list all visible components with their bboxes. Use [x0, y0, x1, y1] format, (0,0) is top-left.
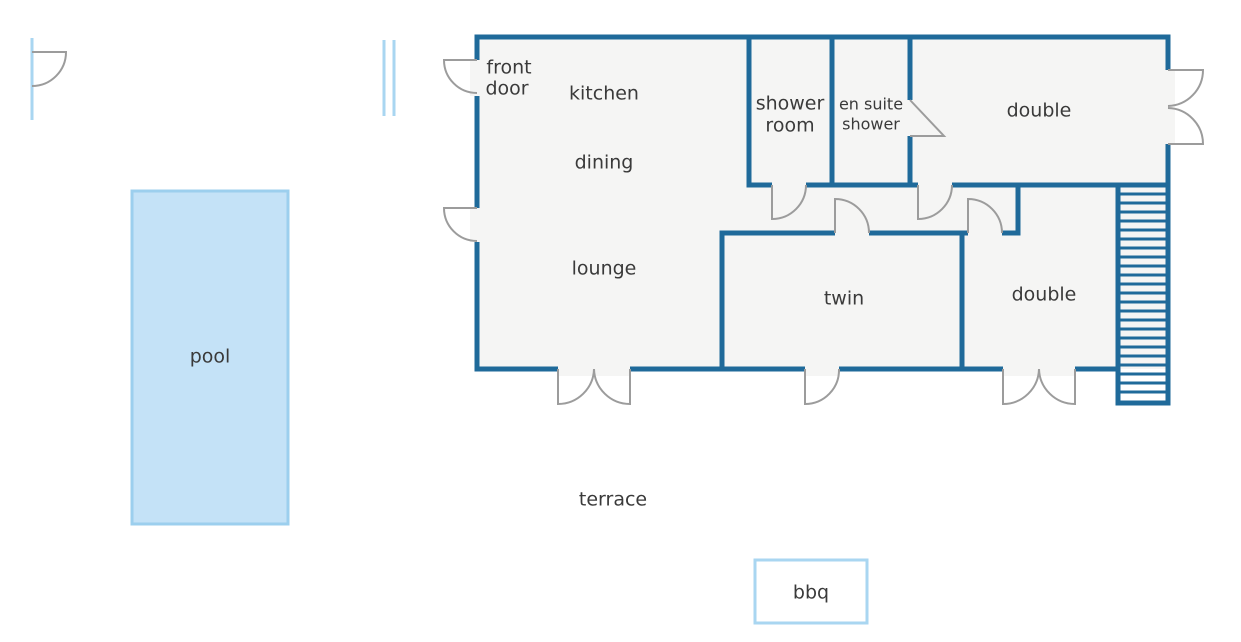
bbq-label: bbq [793, 582, 829, 604]
room-labels: front door kitchen dining lounge shower … [190, 57, 1077, 604]
front-door-label-1: front [486, 57, 531, 79]
bbq-outline [753, 558, 869, 625]
twin-label: twin [824, 288, 864, 310]
dining-label: dining [575, 152, 634, 174]
front-door-label-2: door [485, 78, 528, 100]
gate-posts [382, 40, 396, 116]
en-suite-door[interactable] [909, 99, 947, 137]
en-suite-label-1: en suite [839, 95, 903, 114]
door-swings [442, 59, 1205, 406]
shower-room-label-2: room [765, 115, 814, 137]
twin-hall-door[interactable] [834, 197, 870, 234]
double-top-door[interactable] [917, 184, 953, 221]
double-hall-door[interactable] [967, 197, 1003, 234]
double-top-label: double [1007, 100, 1072, 122]
shower-room-label-1: shower [756, 93, 825, 115]
pool [130, 189, 290, 526]
lounge-terrace-door[interactable] [557, 368, 631, 406]
shower-room-door[interactable] [771, 184, 807, 221]
house-floor [477, 37, 1168, 369]
kitchen-label: kitchen [569, 83, 639, 105]
lounge-label: lounge [572, 258, 637, 280]
en-suite-label-2: shower [842, 115, 900, 134]
gate-left [30, 38, 68, 120]
front-door[interactable] [442, 59, 478, 94]
double-terrace-door[interactable] [1002, 368, 1076, 406]
side-door[interactable] [442, 207, 478, 242]
twin-terrace-door[interactable] [804, 368, 841, 406]
right-wall-door[interactable] [1167, 69, 1205, 145]
double-bottom-label: double [1012, 284, 1077, 306]
pool-label: pool [190, 346, 231, 368]
terrace-label: terrace [579, 489, 647, 511]
staircase [1120, 192, 1166, 394]
